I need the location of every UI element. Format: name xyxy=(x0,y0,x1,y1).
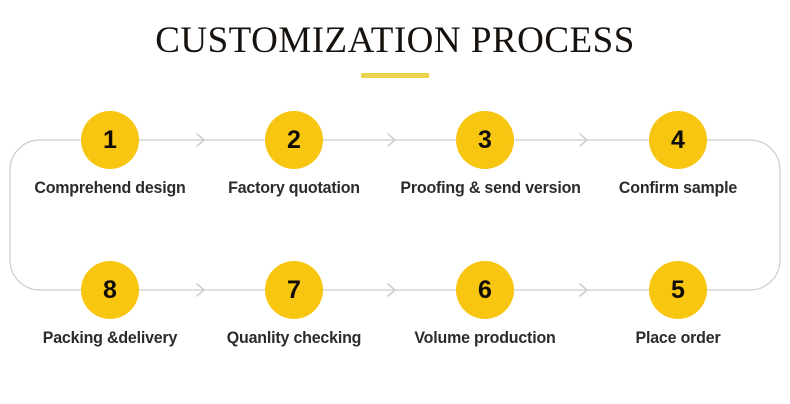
step-circle-6[interactable]: 6 xyxy=(456,261,514,319)
step-label-8: Packing &delivery xyxy=(42,328,178,347)
step-number-7: 7 xyxy=(287,275,301,304)
step-circle-8[interactable]: 8 xyxy=(81,261,139,319)
step-circle-5[interactable]: 5 xyxy=(649,261,707,319)
step-number-1: 1 xyxy=(103,125,117,154)
step-number-3: 3 xyxy=(478,125,492,154)
flow-arrow-icon xyxy=(387,133,396,147)
step-label-7: Quanlity checking xyxy=(226,328,362,347)
page-title: CUSTOMIZATION PROCESS xyxy=(155,20,635,61)
step-circle-3[interactable]: 3 xyxy=(456,111,514,169)
step-number-6: 6 xyxy=(478,275,492,304)
step-circle-7[interactable]: 7 xyxy=(265,261,323,319)
flow-arrow-icon xyxy=(579,283,588,297)
connector-track-path xyxy=(9,139,781,291)
step-number-4: 4 xyxy=(671,125,685,154)
title-underline-rule xyxy=(361,72,429,78)
step-number-8: 8 xyxy=(103,275,117,304)
step-label-3: Proofing & send version xyxy=(400,178,581,197)
step-circle-4[interactable]: 4 xyxy=(649,111,707,169)
step-number-2: 2 xyxy=(287,125,301,154)
step-label-6: Volume production xyxy=(414,328,556,347)
step-label-1: Comprehend design xyxy=(34,178,186,197)
step-label-4: Confirm sample xyxy=(618,178,738,197)
flow-arrow-icon xyxy=(579,133,588,147)
flow-arrow-icon xyxy=(196,283,205,297)
step-label-5: Place order xyxy=(635,328,721,347)
step-number-5: 5 xyxy=(671,275,685,304)
step-label-2: Factory quotation xyxy=(228,178,360,197)
flow-arrow-icon xyxy=(196,133,205,147)
step-circle-1[interactable]: 1 xyxy=(81,111,139,169)
flow-arrow-icon xyxy=(387,283,396,297)
step-circle-2[interactable]: 2 xyxy=(265,111,323,169)
arrow-layer xyxy=(196,133,588,297)
page-title-block: CUSTOMIZATION PROCESS xyxy=(0,20,790,78)
